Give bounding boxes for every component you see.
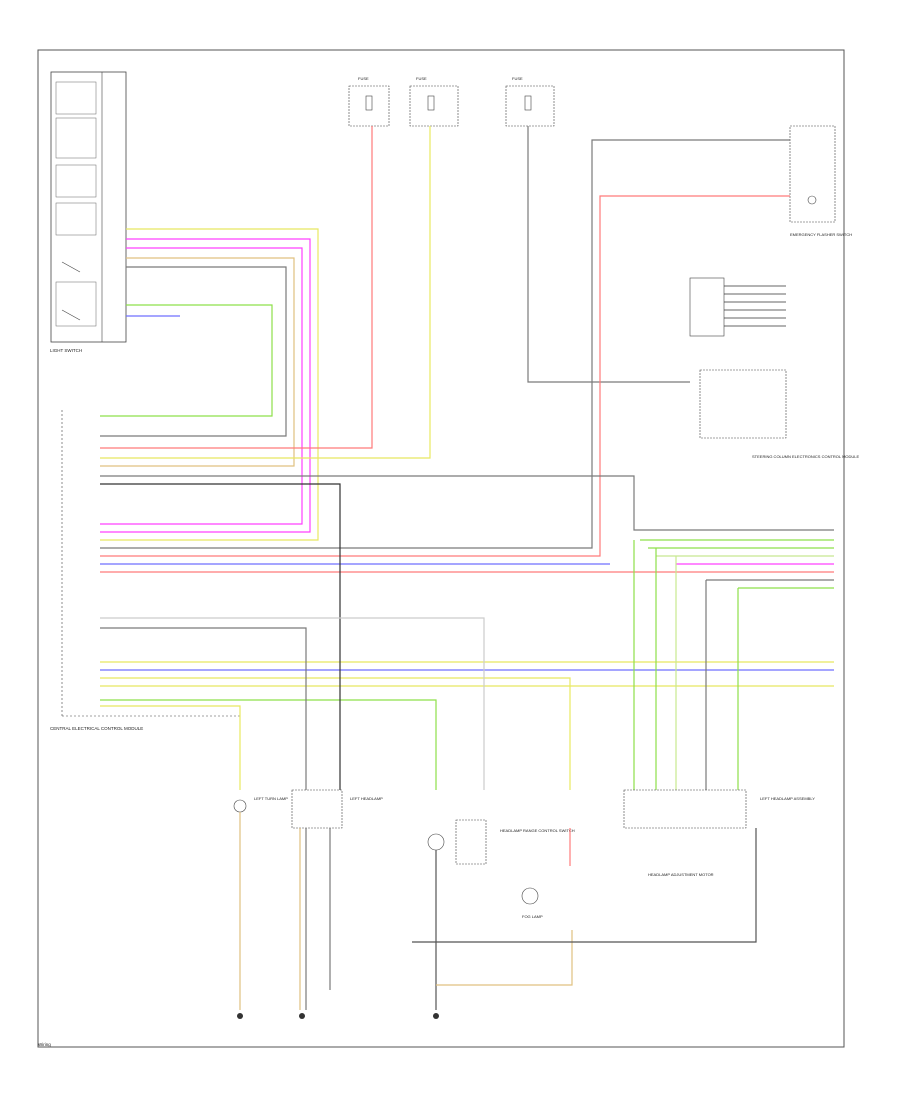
fog-lamp-label: FOG LAMP [522,914,543,919]
wires-switch-to-module [100,228,319,541]
fuse-box-1-label: FUSE [358,76,369,81]
fuse-box-2-label: FUSE [416,76,427,81]
ground-g3 [433,1013,439,1019]
left-turn-lamp-label: LEFT TURN LAMP [254,796,288,801]
left-headlamp-label: LEFT HEADLAMP [350,796,383,801]
wires-drops [100,483,739,790]
hazard-switch-label: EMERGENCY FLASHER SWITCH [790,232,852,237]
ground-symbols [237,1013,439,1019]
combination-switch-label: STEERING COLUMN ELECTRONICS CONTROL MODU… [752,454,860,459]
headlamp-adjust-motor: HEADLAMP ADJUSTMENT MOTOR LEFT HEADLAMP … [623,789,815,877]
fuse-box-3-label: FUSE [512,76,523,81]
fuse-box-2: FUSE [409,76,459,127]
headlamp-assembly-label: LEFT HEADLAMP ASSEMBLY [760,796,815,801]
footer-label: Wiring [38,1042,51,1047]
ground-wires [239,812,757,1010]
fuse-box-1: FUSE [348,76,390,127]
hazard-switch: EMERGENCY FLASHER SWITCH [789,125,852,237]
ground-g2 [299,1013,305,1019]
wires-module-to-right [100,139,834,687]
light-switch-label: LIGHT SWITCH [50,348,82,353]
control-module-label: CENTRAL ELECTRICAL CONTROL MODULE [50,726,143,731]
ground-g1 [237,1013,243,1019]
left-headlamp: LEFT HEADLAMP [291,789,383,829]
combination-switch: STEERING COLUMN ELECTRONICS CONTROL MODU… [689,277,860,459]
wires-fuses [100,126,690,459]
headlamp-range-switch-label: HEADLAMP RANGE CONTROL SWITCH [500,828,575,833]
left-turn-lamp: LEFT TURN LAMP [233,796,288,813]
light-switch: LIGHT SWITCH [50,71,127,353]
diagram-frame [37,49,845,1048]
fuse-box-3: FUSE [505,76,555,127]
control-module: CENTRAL ELECTRICAL CONTROL MODULE [50,410,240,731]
headlamp-adjust-motor-label: HEADLAMP ADJUSTMENT MOTOR [648,872,714,877]
headlamp-range-switch: HEADLAMP RANGE CONTROL SWITCH [455,819,575,865]
fog-lamp: FOG LAMP [427,833,543,919]
